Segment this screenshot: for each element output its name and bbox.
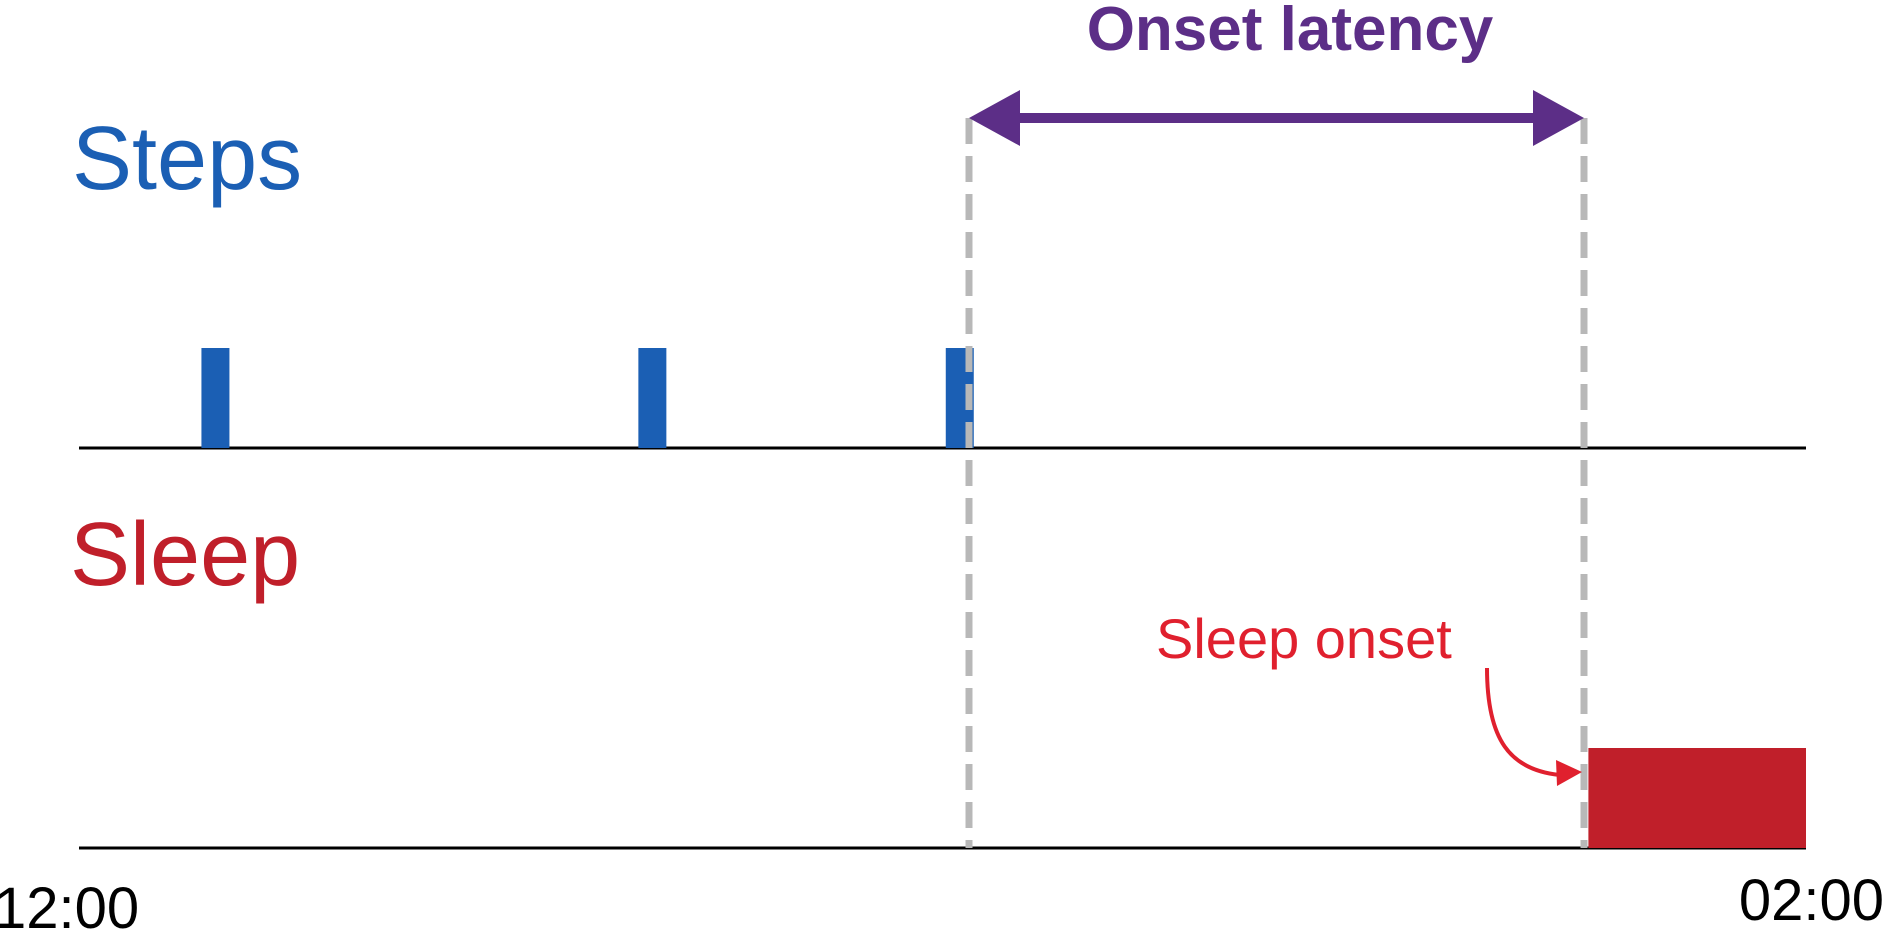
latency-arrowhead-right bbox=[1533, 90, 1584, 146]
step-event-bar bbox=[638, 348, 667, 448]
sleep-row-label: Sleep bbox=[70, 505, 300, 605]
sleep-onset-pointer-head bbox=[1556, 760, 1582, 786]
sleep-onset-label: Sleep onset bbox=[1156, 607, 1452, 670]
steps-row-label: Steps bbox=[72, 109, 302, 209]
sleep-bout-bar bbox=[1588, 748, 1806, 848]
latency-arrowhead-left bbox=[969, 90, 1020, 146]
step-events bbox=[201, 348, 974, 448]
x-axis-start-label: 12:00 bbox=[0, 876, 139, 933]
x-axis-end-label: 02:00 bbox=[1739, 868, 1882, 933]
diagram-title: Onset latency bbox=[1087, 0, 1494, 64]
sleep-bouts bbox=[1588, 748, 1806, 848]
step-event-bar bbox=[201, 348, 230, 448]
sleep-onset-pointer bbox=[1485, 667, 1561, 777]
